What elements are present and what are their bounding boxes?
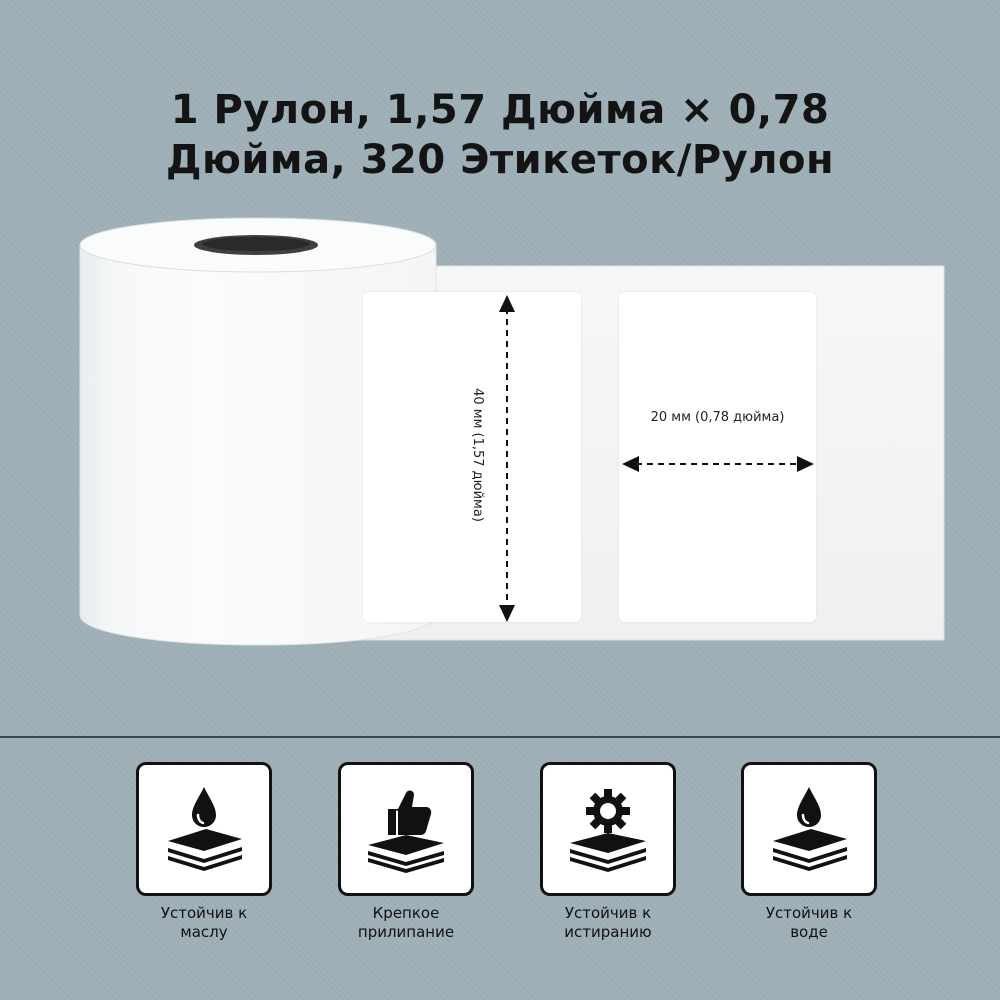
gear-layers-icon	[570, 789, 646, 872]
headline-line-2: Дюйма, 320 Этикеток/Рулон	[165, 136, 835, 183]
feature-caption-line-2: истиранию	[564, 923, 652, 941]
oil-drop-layers-icon	[167, 787, 243, 871]
feature-caption-line-2: прилипание	[357, 923, 455, 941]
feature-caption-line-1: Устойчив к	[160, 904, 248, 922]
label-left	[363, 292, 581, 622]
feature-caption-line-1: Устойчив к	[564, 904, 652, 922]
label-right	[619, 292, 816, 622]
feature-icon-box	[338, 762, 474, 896]
feature-icon-box	[540, 762, 676, 896]
feature-strong-adhesion: Крепкое прилипание	[316, 762, 496, 942]
feature-caption-line-1: Крепкое	[372, 904, 440, 922]
feature-water-resistant: Устойчив к воде	[719, 762, 899, 942]
feature-oil-resistant: Устойчив к маслу	[114, 762, 294, 942]
height-dimension-label: 40 мм (1,57 дюйма)	[470, 388, 485, 522]
feature-caption-line-1: Устойчив к	[765, 904, 853, 922]
thumbs-up-layers-icon	[367, 790, 445, 873]
water-drop-layers-icon	[773, 787, 847, 871]
roll-body	[79, 244, 437, 646]
width-dimension-label: 20 мм (0,78 дюйма)	[650, 410, 785, 425]
feature-icon-box	[741, 762, 877, 896]
feature-abrasion-resistant: Устойчив к истиранию	[518, 762, 698, 942]
feature-caption-line-2: маслу	[180, 923, 228, 941]
feature-caption-line-2: воде	[790, 923, 828, 941]
headline-line-1: 1 Рулон, 1,57 Дюйма × 0,78	[170, 86, 830, 133]
section-divider	[0, 736, 1000, 738]
headline: 1 Рулон, 1,57 Дюйма × 0,78 Дюйма, 320 Эт…	[0, 85, 1000, 185]
feature-icon-box	[136, 762, 272, 896]
